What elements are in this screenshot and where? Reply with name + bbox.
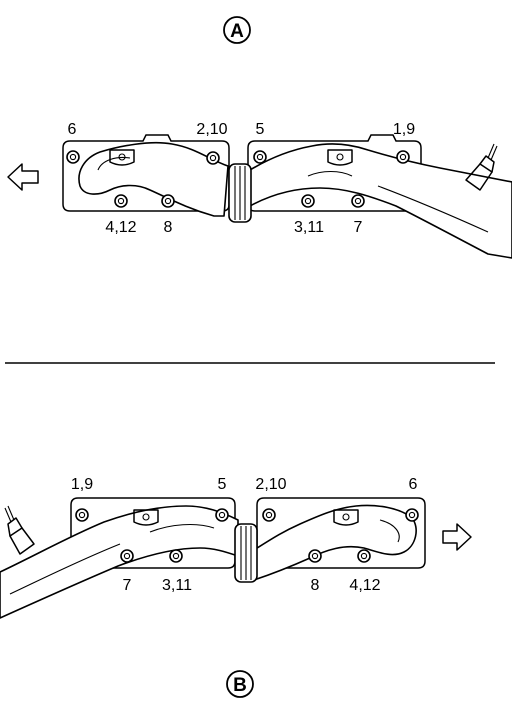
label-a-top-right-inner: 5 [256,121,265,138]
bolt-1-9 [396,150,410,164]
bolt-1-9-b [75,508,89,522]
bolt-holes-b [75,508,419,563]
label-b-bottom-left-outer: 7 [123,577,132,594]
right-tube-bracket [327,149,353,166]
left-manifold-runner [78,141,229,217]
figure-a-badge: A [223,16,251,44]
label-a-top-left-outer: 6 [68,121,77,138]
label-a-top-right-outer: 1,9 [393,121,415,138]
bolt-8-b [308,549,322,563]
oxygen-sensor-a [465,143,498,191]
label-a-top-left-inner: 2,10 [196,121,227,138]
label-b-top-left-inner: 5 [218,476,227,493]
bolt-8 [161,194,175,208]
figure-b-badge: B [226,670,254,698]
label-b-bottom-left-inner: 3,11 [162,577,192,594]
label-b-bottom-right-outer: 4,12 [349,577,380,594]
oxygen-sensor-b [4,505,35,555]
bolt-2-10-b [262,508,276,522]
label-a-bottom-left-inner: 8 [164,219,173,236]
bolt-6-b [405,508,419,522]
left-tube-bracket-b [133,509,159,526]
label-a-bottom-right-inner: 3,11 [294,219,324,236]
figure-a: A [7,16,512,259]
center-joint-collar [228,163,252,223]
left-tube-bracket [109,149,135,166]
label-b-top-right-outer: 6 [409,476,418,493]
front-arrow-right-icon [442,523,472,551]
label-b-bottom-right-inner: 8 [311,577,320,594]
bolt-5-b [215,508,229,522]
right-manifold-runner [249,143,512,259]
label-a-bottom-right-outer: 7 [354,219,363,236]
front-arrow-left-icon [7,163,39,191]
bolt-7 [351,194,365,208]
bolt-holes-a [66,150,410,208]
bolt-5 [253,150,267,164]
bolt-7-b [120,549,134,563]
bolt-6 [66,150,80,164]
label-b-top-left-outer: 1,9 [71,476,93,493]
figure-a-badge-letter: A [230,21,244,42]
figure-b-badge-letter: B [233,675,247,696]
label-b-top-right-inner: 2,10 [255,476,286,493]
bolt-4-12-b [357,549,371,563]
right-tube-bracket-b [333,509,359,526]
bolt-2-10 [206,151,220,165]
center-joint-collar-b [234,523,258,583]
figure-b: B [0,476,472,698]
bolt-4-12 [114,194,128,208]
bolt-3-11-b [169,549,183,563]
bolt-3-11 [301,194,315,208]
label-a-bottom-left-outer: 4,12 [105,219,136,236]
